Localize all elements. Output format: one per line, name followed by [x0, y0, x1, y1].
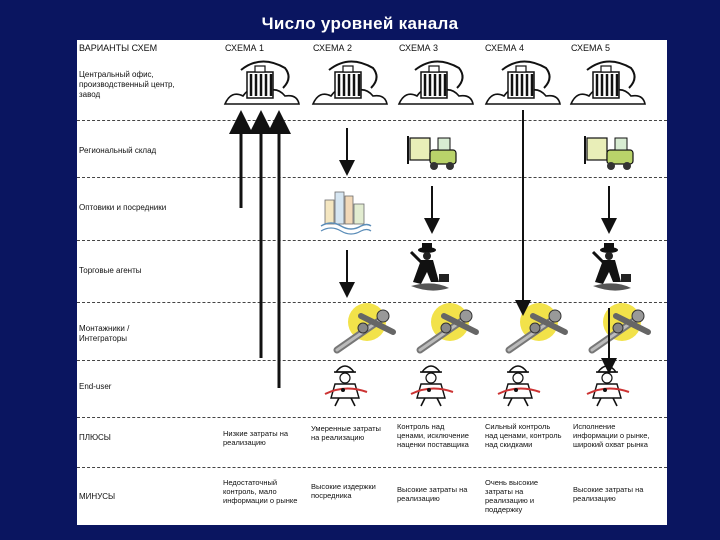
row-separator [77, 360, 667, 361]
worker-icon [586, 365, 630, 407]
row-separator [77, 467, 667, 468]
row-label-central-office: Центральный офис, производственный центр… [79, 70, 175, 99]
scheme-4-header: СХЕМА 4 [485, 43, 525, 53]
minus-scheme-5: Высокие затраты на реализацию [573, 485, 644, 503]
tools-icon [337, 303, 393, 350]
worker-icon [324, 365, 368, 407]
diagram-artwork [223, 60, 667, 407]
tools-icon [592, 303, 648, 350]
row-separator [77, 240, 667, 241]
plus-scheme-5: Исполнение информации о рынке, широкий о… [573, 422, 650, 449]
minus-scheme-1: Недостаточный контроль, мало информации … [223, 478, 298, 505]
row-separator [77, 177, 667, 178]
city-icon [320, 191, 372, 235]
factory-icon [397, 60, 475, 106]
scheme-2-header: СХЕМА 2 [313, 43, 353, 53]
row-separator [77, 120, 667, 121]
row-label-wholesalers: Оптовики и посредники [79, 203, 167, 212]
salesman-icon [409, 241, 451, 293]
plus-scheme-3: Контроль над ценами, исключение наценки … [397, 422, 469, 449]
tools-icon [420, 303, 476, 350]
minus-scheme-2: Высокие издержки посредника [311, 482, 376, 500]
row-label-sales-agents: Торговые агенты [79, 266, 142, 275]
scheme-3-header: СХЕМА 3 [399, 43, 439, 53]
plus-scheme-1: Низкие затраты на реализацию [223, 429, 289, 447]
factory-icon [223, 60, 301, 106]
scheme-5-header: СХЕМА 5 [571, 43, 611, 53]
row-label-regional-warehouse: Региональный склад [79, 146, 157, 155]
minus-scheme-4: Очень высокие затраты на реализацию и по… [485, 478, 539, 514]
scheme-1-header: СХЕМА 1 [225, 43, 265, 53]
factory-icon [569, 60, 647, 106]
row-separator [77, 302, 667, 303]
variants-header: ВАРИАНТЫ СХЕМ [79, 43, 158, 53]
channel-diagram: ВАРИАНТЫ СХЕМ СХЕМА 1 СХЕМА 2 СХЕМА 3 СХ… [77, 40, 667, 525]
forklift-icon [407, 135, 457, 171]
slide-title: Число уровней канала [261, 14, 459, 33]
tools-icon [509, 303, 565, 350]
factory-icon [311, 60, 389, 106]
worker-icon [410, 365, 454, 407]
worker-icon [497, 365, 541, 407]
row-separator [77, 417, 667, 418]
plus-scheme-4: Сильный контроль над ценами, контроль на… [485, 422, 562, 449]
salesman-icon [591, 241, 633, 293]
plus-scheme-2: Умеренные затраты на реализацию [311, 424, 381, 442]
row-label-minuses: МИНУСЫ [79, 492, 116, 501]
row-label-end-user: End-user [79, 382, 112, 391]
forklift-icon [584, 135, 634, 171]
row-label-installers: Монтажники / Интеграторы [79, 324, 130, 343]
factory-icon [484, 60, 562, 106]
minus-scheme-3: Высокие затраты на реализацию [397, 485, 468, 503]
row-label-pluses: ПЛЮСЫ [79, 433, 111, 442]
